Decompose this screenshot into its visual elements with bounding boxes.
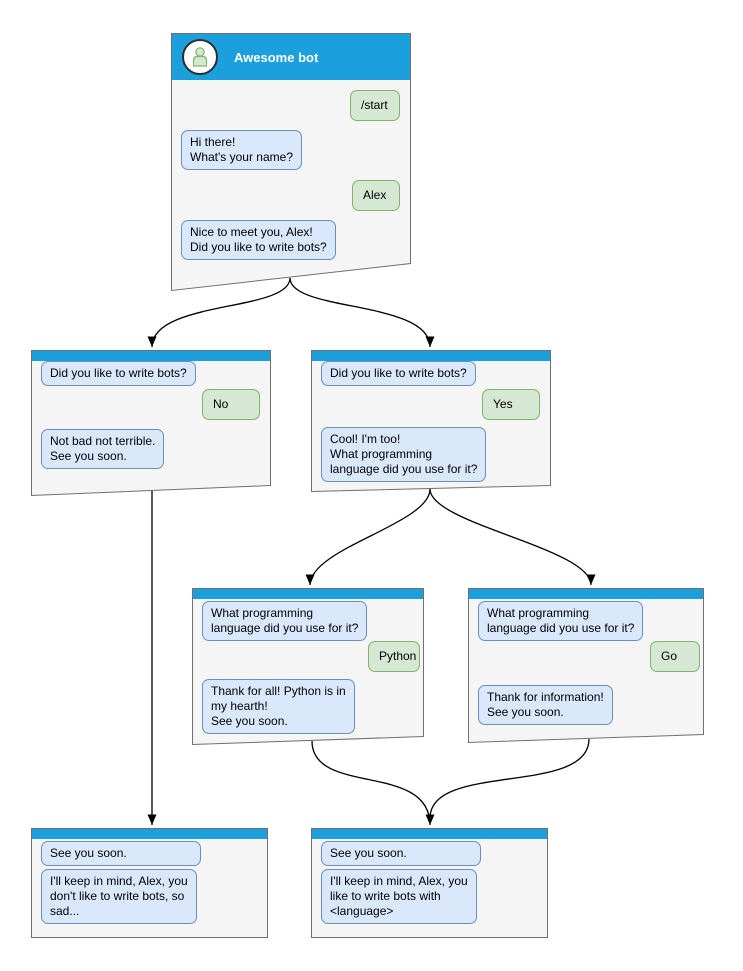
window-title: Awesome bot — [234, 49, 319, 65]
window-titlebar — [312, 351, 550, 361]
user-message-bubble: Python — [368, 641, 420, 672]
window-titlebar — [469, 589, 703, 599]
chat-window-branch-no: Did you like to write bots? No Not bad n… — [31, 350, 271, 497]
user-message-bubble: Alex — [352, 180, 400, 211]
flow-arrow-python-to-end — [311, 740, 435, 826]
bot-message-bubble: Thank for all! Python is in my hearth! S… — [202, 679, 355, 734]
bot-message-bubble: Not bad not terrible. See you soon. — [41, 429, 165, 469]
user-message-bubble: /start — [350, 90, 400, 121]
chat-window-start: Awesome bot /start Hi there! What's your… — [171, 33, 411, 292]
chat-window-branch-yes: Did you like to write bots? Yes Cool! I'… — [311, 350, 551, 493]
bot-message-bubble: I'll keep in mind, Alex, you like to wri… — [321, 869, 477, 924]
window-titlebar — [193, 589, 423, 599]
chat-window-go: What programming language did you use fo… — [468, 588, 704, 744]
bot-message-bubble: I'll keep in mind, Alex, you don't like … — [41, 869, 197, 924]
chat-window-python: What programming language did you use fo… — [192, 588, 424, 746]
bot-message-bubble: What programming language did you use fo… — [478, 601, 644, 641]
bot-message-bubble: Cool! I'm too! What programming language… — [321, 427, 487, 482]
bot-message-bubble: Thank for information! See you soon. — [478, 685, 613, 725]
user-message-bubble: Yes — [482, 389, 540, 420]
bot-message-bubble: See you soon. — [321, 841, 481, 866]
user-message-bubble: Go — [650, 641, 700, 672]
window-titlebar — [32, 351, 270, 361]
bot-message-bubble: What programming language did you use fo… — [202, 601, 368, 641]
chat-window-end-no: See you soon. I'll keep in mind, Alex, y… — [31, 828, 268, 938]
window-titlebar: Awesome bot — [172, 34, 410, 80]
bot-message-bubble: Hi there! What's your name? — [181, 130, 303, 170]
bot-avatar — [182, 39, 218, 75]
chat-window-end-yes: See you soon. I'll keep in mind, Alex, y… — [311, 828, 548, 938]
window-titlebar — [312, 829, 547, 839]
flow-arrow-yes-to-python — [305, 488, 431, 586]
bot-message-bubble: See you soon. — [41, 841, 201, 866]
bot-message-bubble: Did you like to write bots? — [41, 361, 196, 386]
bot-message-bubble: Nice to meet you, Alex! Did you like to … — [181, 220, 336, 260]
window-titlebar — [32, 829, 267, 839]
user-message-bubble: No — [202, 389, 260, 420]
flow-arrow-go-to-end — [429, 738, 590, 819]
bot-message-bubble: Did you like to write bots? — [321, 361, 476, 386]
person-icon — [192, 47, 208, 67]
flow-arrow-yes-to-go — [429, 488, 596, 586]
